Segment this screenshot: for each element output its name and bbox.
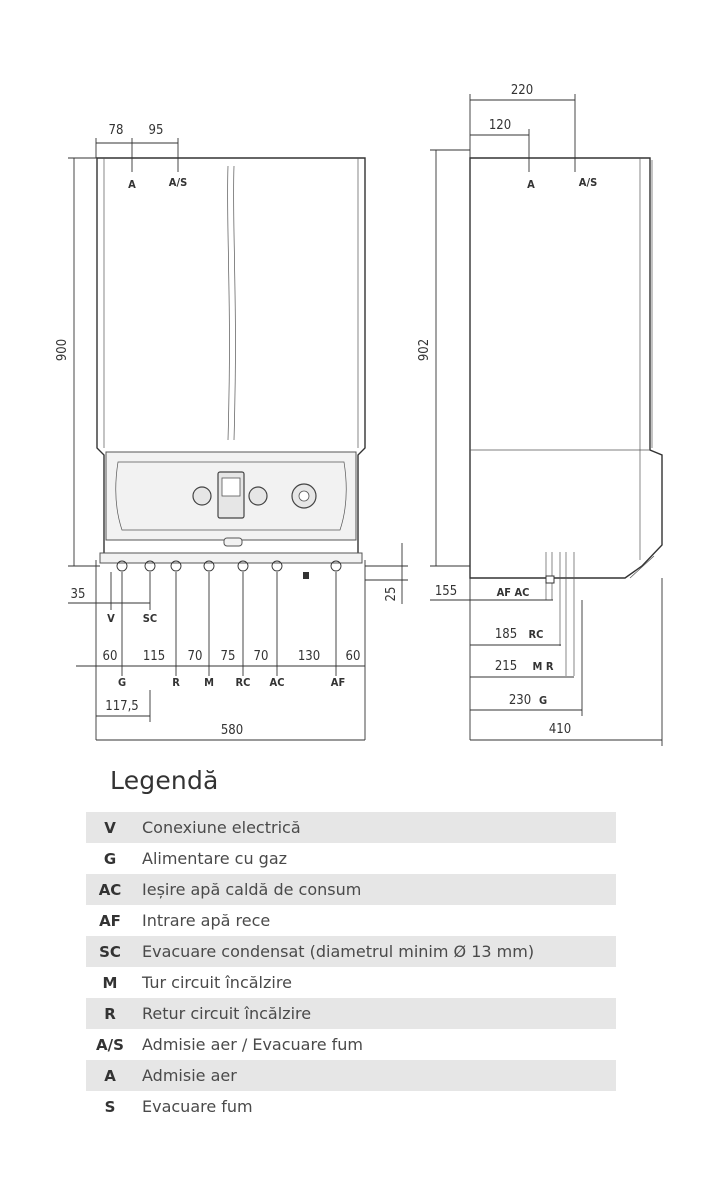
- legend-code: SC: [99, 942, 121, 961]
- dim-side-215: 215: [495, 659, 517, 674]
- legend-row: A Admisie aer: [86, 1060, 616, 1091]
- legend-code: R: [104, 1004, 116, 1023]
- code-front-AS: A/S: [169, 176, 187, 189]
- legend-row: G Alimentare cu gaz: [86, 843, 616, 874]
- code-side-185: RC: [529, 628, 544, 641]
- dim-front-75: 75: [221, 649, 236, 664]
- bottom-bar: [99, 552, 363, 564]
- dim-front-35: 35: [71, 587, 86, 602]
- code-front-SC: SC: [143, 612, 157, 625]
- legend-desc: Ieșire apă caldă de consum: [142, 880, 362, 899]
- legend-row: M Tur circuit încălzire: [86, 967, 616, 998]
- code-front-V: V: [107, 612, 115, 625]
- dim-front-117-5: 117,5: [105, 699, 138, 714]
- legend-desc: Alimentare cu gaz: [142, 849, 288, 868]
- legend-code: AC: [98, 880, 122, 899]
- legend-code: AF: [99, 911, 121, 930]
- code-front-M: M: [204, 676, 214, 689]
- code-front-A: A: [128, 178, 136, 191]
- dim-front-115: 115: [143, 649, 165, 664]
- dim-front-900: 900: [55, 339, 70, 361]
- code-front-G: G: [118, 676, 126, 689]
- legend-desc: Evacuare fum: [142, 1097, 253, 1116]
- dim-side-155: 155: [435, 584, 457, 599]
- legend-code: A/S: [96, 1035, 124, 1054]
- dim-front-60-left: 60: [103, 649, 118, 664]
- legend-row: AF Intrare apă rece: [86, 905, 616, 936]
- knob-right-icon: [248, 486, 268, 506]
- legend-desc: Evacuare condensat (diametrul minim Ø 13…: [142, 942, 535, 961]
- dim-front-70-b: 70: [254, 649, 269, 664]
- legend-code: M: [102, 973, 118, 992]
- code-side-230: G: [539, 694, 547, 707]
- dim-front-25: 25: [384, 587, 399, 602]
- dim-front-70-a: 70: [188, 649, 203, 664]
- code-front-RC: RC: [236, 676, 251, 689]
- legend-desc: Admisie aer: [142, 1066, 237, 1085]
- legend-code: V: [104, 818, 116, 837]
- dim-front-580: 580: [221, 723, 243, 738]
- legend-row: SC Evacuare condensat (diametrul minim Ø …: [86, 936, 616, 967]
- dim-front-60-right: 60: [346, 649, 361, 664]
- knob-left-icon: [192, 486, 212, 506]
- dim-side-230: 230: [509, 693, 531, 708]
- legend-desc: Intrare apă rece: [142, 911, 271, 930]
- code-front-R: R: [172, 676, 180, 689]
- legend-desc: Admisie aer / Evacuare fum: [142, 1035, 363, 1054]
- legend-desc: Tur circuit încălzire: [142, 973, 292, 992]
- dim-side-120: 120: [489, 118, 511, 133]
- dim-front-95: 95: [149, 123, 164, 138]
- codes-side-155: AF AC: [497, 586, 530, 599]
- code-side-AS: A/S: [579, 176, 597, 189]
- boiler-side-casing: [469, 157, 663, 579]
- legend-row: AC Ieșire apă caldă de consum: [86, 874, 616, 905]
- code-front-AF: AF: [331, 676, 345, 689]
- front-view: 78 95 A A/S 900 35 V SC 25 60 115 70 7: [55, 123, 408, 741]
- code-front-AC: AC: [270, 676, 285, 689]
- legend-code: G: [103, 849, 117, 868]
- legend-row: S Evacuare fum: [86, 1091, 616, 1122]
- dim-side-902: 902: [417, 339, 432, 361]
- legend-title: Legendă: [110, 766, 219, 795]
- legend-row: A/S Admisie aer / Evacuare fum: [86, 1029, 616, 1060]
- dim-side-185: 185: [495, 627, 517, 642]
- dim-front-130: 130: [298, 649, 320, 664]
- code-side-215: M R: [533, 660, 554, 673]
- side-view: 220 120 A A/S 902 155 AF AC 185 RC 215 M…: [417, 83, 663, 746]
- legend-desc: Retur circuit încălzire: [142, 1004, 312, 1023]
- legend-desc: Conexiune electrică: [142, 818, 301, 837]
- code-side-A: A: [527, 178, 535, 191]
- legend-code: S: [104, 1097, 116, 1116]
- legend-row: V Conexiune electrică: [86, 812, 616, 843]
- dimension-drawing: 78 95 A A/S 900 35 V SC 25 60 115 70 7: [55, 83, 663, 746]
- legend-row: R Retur circuit încălzire: [86, 998, 616, 1029]
- dim-side-220: 220: [511, 83, 533, 98]
- legend-code: A: [104, 1066, 116, 1085]
- dim-front-78: 78: [109, 123, 124, 138]
- dim-side-410: 410: [549, 722, 571, 737]
